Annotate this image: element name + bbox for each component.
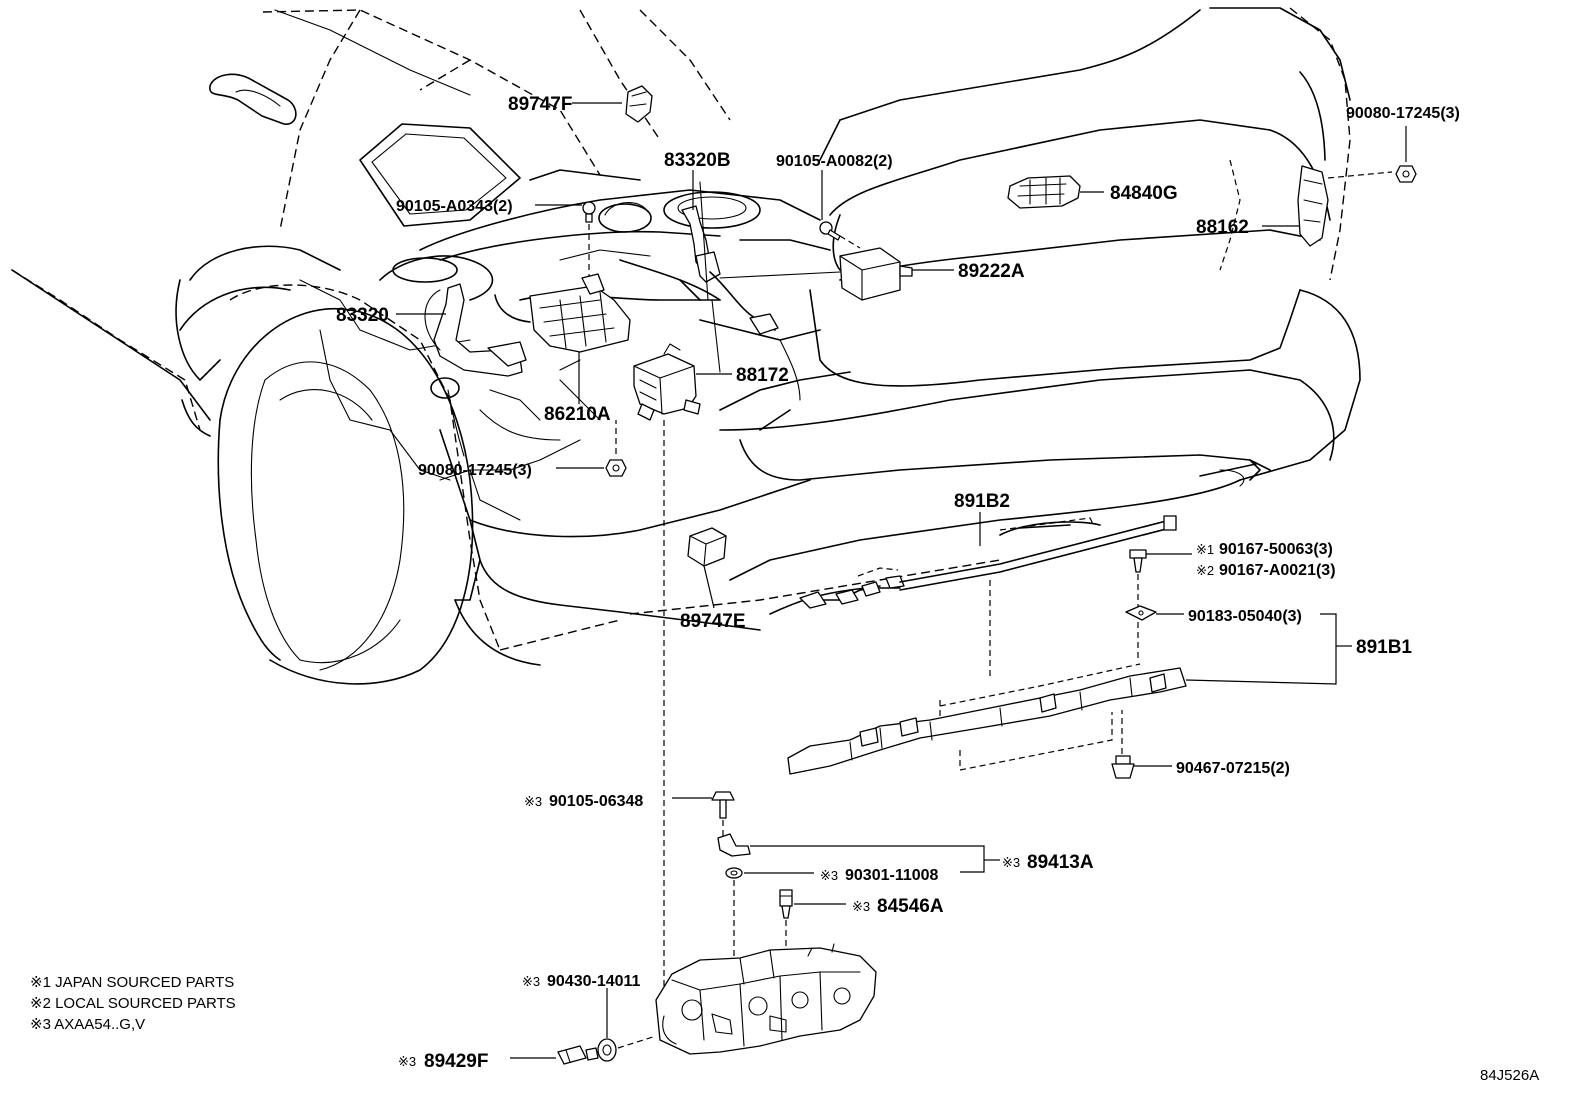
grommet bbox=[430, 377, 460, 399]
label-90167-50063: 90167-50063(3) bbox=[1219, 541, 1333, 558]
label-90080-17245-right: 90080-17245(3) bbox=[1346, 105, 1460, 122]
part-90080-17245-nut-left bbox=[605, 459, 627, 477]
part-86210A-bracket bbox=[529, 273, 631, 353]
label-89747F: 89747F bbox=[508, 94, 572, 115]
part-83320-bracket bbox=[433, 283, 527, 377]
label-90105-A0343: 90105-A0343(2) bbox=[396, 198, 513, 215]
label-891B2: 891B2 bbox=[954, 491, 1010, 512]
part-90467-07215-clip bbox=[1111, 755, 1135, 779]
part-90105-06348-bolt bbox=[711, 791, 735, 819]
mark-2-a: ※2 bbox=[1196, 563, 1214, 578]
part-89429F-sensor bbox=[557, 1045, 599, 1065]
label-891B1: 891B1 bbox=[1356, 637, 1412, 658]
part-88162-sensor bbox=[1297, 165, 1329, 247]
diagram-ref-code: 84J526A bbox=[1480, 1067, 1539, 1084]
label-88172: 88172 bbox=[736, 365, 789, 386]
part-84546A-sensor bbox=[779, 889, 793, 919]
part-90183-05040-clip bbox=[1125, 605, 1157, 621]
mark-3-b: ※3 bbox=[1002, 855, 1020, 870]
part-90430-14011-gasket bbox=[597, 1038, 617, 1062]
label-90167-A0021: 90167-A0021(3) bbox=[1219, 562, 1336, 579]
part-84840G-switch bbox=[1007, 175, 1081, 209]
note-1: ※1 JAPAN SOURCED PARTS bbox=[30, 974, 234, 991]
mark-3-f: ※3 bbox=[398, 1054, 416, 1069]
label-90105-A0082: 90105-A0082(2) bbox=[776, 153, 893, 170]
label-89747E: 89747E bbox=[680, 611, 746, 632]
mark-3-d: ※3 bbox=[852, 899, 870, 914]
part-90301-11008-oring bbox=[725, 867, 743, 879]
mark-3-a: ※3 bbox=[524, 794, 542, 809]
label-90467-07215: 90467-07215(2) bbox=[1176, 760, 1290, 777]
leader-89413A bbox=[750, 845, 985, 873]
label-84546A: 84546A bbox=[877, 896, 944, 917]
label-90105-06348: 90105-06348 bbox=[549, 793, 643, 810]
part-90105-A0343-bolt bbox=[582, 201, 596, 223]
part-90167-clip bbox=[1129, 549, 1147, 573]
label-86210A: 86210A bbox=[544, 404, 611, 425]
mark-1-a: ※1 bbox=[1196, 542, 1214, 557]
mark-3-e: ※3 bbox=[522, 974, 540, 989]
part-90105-A0082-bolt bbox=[819, 221, 841, 241]
label-83320B: 83320B bbox=[664, 150, 731, 171]
leader-891B1 bbox=[1185, 613, 1337, 685]
label-90080-17245-left: 90080-17245(3) bbox=[418, 462, 532, 479]
mark-3-c: ※3 bbox=[820, 868, 838, 883]
part-88172-module bbox=[633, 343, 701, 421]
part-89413A-bracket bbox=[717, 833, 751, 857]
label-90183-05040: 90183-05040(3) bbox=[1188, 608, 1302, 625]
leader-83320B-b bbox=[699, 181, 709, 301]
label-90430-14011: 90430-14011 bbox=[547, 973, 641, 990]
leader-89747E bbox=[703, 565, 715, 609]
label-89413A: 89413A bbox=[1027, 852, 1094, 873]
label-88162: 88162 bbox=[1196, 217, 1249, 238]
part-89747F-sensor bbox=[625, 85, 653, 123]
part-891B1-bracket-bar bbox=[787, 663, 1187, 775]
label-90301-11008: 90301-11008 bbox=[845, 867, 939, 884]
note-3: ※3 AXAA54..G,V bbox=[30, 1016, 145, 1033]
vehicle-body-outline bbox=[11, 7, 1361, 685]
label-84840G: 84840G bbox=[1110, 183, 1178, 204]
part-89747E-sensor bbox=[687, 527, 727, 567]
label-89429F: 89429F bbox=[424, 1051, 488, 1072]
part-89222A-module bbox=[839, 247, 913, 301]
label-83320: 83320 bbox=[336, 305, 389, 326]
part-83320B-bracket bbox=[681, 205, 779, 335]
part-transaxle-housing bbox=[655, 943, 877, 1055]
note-2: ※2 LOCAL SOURCED PARTS bbox=[30, 995, 236, 1012]
part-891B2-harness bbox=[769, 515, 1177, 615]
part-90080-17245-nut-right bbox=[1395, 165, 1417, 183]
label-89222A: 89222A bbox=[958, 261, 1025, 282]
